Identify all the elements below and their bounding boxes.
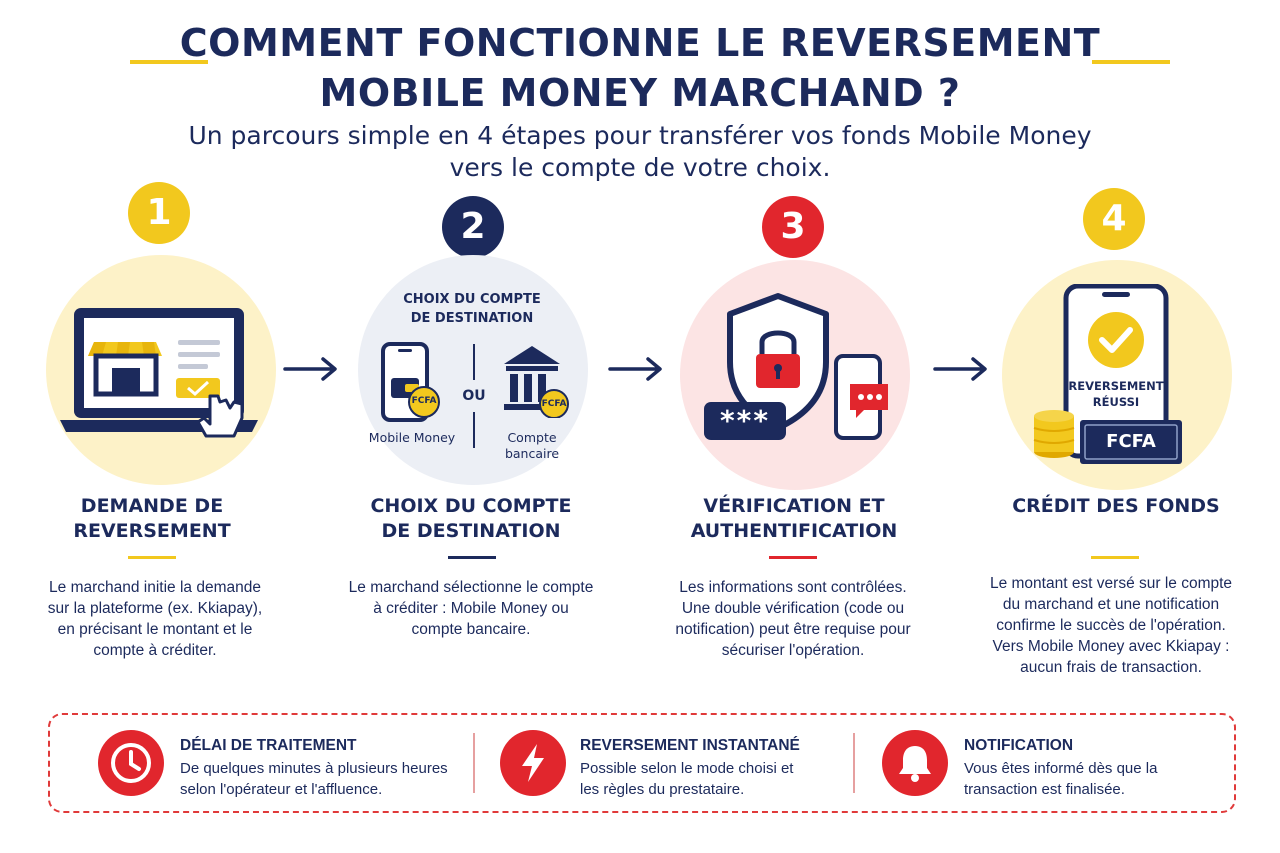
- shield-lock-icon: [704, 293, 888, 440]
- step-4-title: CRÉDIT DES FONDS: [1012, 495, 1220, 517]
- phone-success-icon: [1033, 284, 1182, 464]
- info-instant-title: REVERSEMENT INSTANTANÉ: [580, 737, 800, 754]
- subtitle-line2: vers le compte de votre choix.: [449, 153, 831, 182]
- arrow-right-icon: [608, 357, 662, 381]
- subtitle-line1: Un parcours simple en 4 étapes pour tran…: [188, 121, 1092, 150]
- step-1-badge: 1: [128, 182, 190, 244]
- page-title-line1: COMMENT FONCTIONNE LE REVERSEMENT: [179, 21, 1101, 65]
- clock-icon: [98, 730, 164, 796]
- step-4-description: Le montant est versé sur le compte du ma…: [989, 575, 1233, 676]
- step-2-underline: [448, 556, 496, 559]
- info-processing-title: DÉLAI DE TRAITEMENT: [180, 737, 357, 754]
- info-instant-text: Possible selon le mode choisi et les règ…: [580, 760, 794, 798]
- step-1-title: DEMANDE DE REVERSEMENT: [73, 495, 231, 542]
- option-bank-account: Compte bancaire: [504, 430, 560, 461]
- step-4-badge: 4: [1083, 188, 1145, 250]
- title-decoration-left: [130, 60, 208, 64]
- step-3-title: VÉRIFICATION ET AUTHENTIFICATION: [690, 495, 898, 542]
- option-divider-lower: [473, 412, 475, 448]
- fcfa-banknote-label: FCFA: [1106, 431, 1156, 452]
- laptop-shop-icon: [60, 308, 258, 438]
- option-separator-ou: OU: [462, 388, 486, 404]
- step-1-description: Le marchand initie la demande sur la pla…: [47, 579, 263, 659]
- info-box: [48, 713, 1236, 813]
- fcfa-coin-label: FCFA: [411, 396, 437, 406]
- arrow-right-icon: [283, 357, 337, 381]
- step-4-underline: [1091, 556, 1139, 559]
- code-field: ***: [720, 404, 770, 437]
- bell-icon: [882, 730, 948, 796]
- step-2-illustration-heading: CHOIX DU COMPTE DE DESTINATION: [403, 292, 541, 326]
- info-separator: [473, 733, 475, 793]
- title-decoration-right: [1092, 60, 1170, 64]
- info-notification-title: NOTIFICATION: [964, 737, 1074, 754]
- mobile-phone-icon: [381, 342, 440, 422]
- transfer-status: REVERSEMENT RÉUSSI: [1068, 379, 1164, 409]
- info-separator: [853, 733, 855, 793]
- option-divider: [473, 344, 475, 380]
- fcfa-coin-label-bank: FCFA: [541, 399, 567, 409]
- option-mobile-money: Mobile Money: [368, 430, 456, 445]
- step-2-description: Le marchand sélectionne le compte à créd…: [348, 579, 594, 638]
- page-title: COMMENT FONCTIONNE LE REVERSEMENT MOBILE…: [0, 18, 1280, 118]
- step-2-badge: 2: [442, 196, 504, 258]
- lightning-icon: [500, 730, 566, 796]
- page-title-line2: MOBILE MONEY MARCHAND ?: [319, 71, 961, 115]
- info-notification-text: Vous êtes informé dès que la transaction…: [964, 760, 1158, 798]
- info-processing-text: De quelques minutes à plusieurs heures s…: [180, 760, 448, 798]
- step-1-underline: [128, 556, 176, 559]
- arrow-right-icon: [933, 357, 987, 381]
- step-3-underline: [769, 556, 817, 559]
- bank-icon: [504, 346, 569, 418]
- step-3-description: Les informations sont contrôlées. Une do…: [675, 579, 911, 659]
- step-2-title: CHOIX DU COMPTE DE DESTINATION: [370, 495, 572, 542]
- page-subtitle: Un parcours simple en 4 étapes pour tran…: [0, 120, 1280, 184]
- step-3-badge: 3: [762, 196, 824, 258]
